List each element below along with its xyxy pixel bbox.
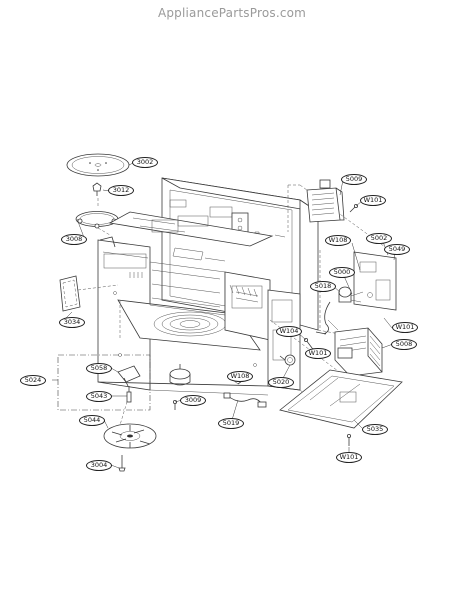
screw-w101-bottom[interactable]: [346, 433, 351, 446]
callout-5024[interactable]: 5024: [20, 375, 46, 386]
callout-5009[interactable]: 5009: [341, 174, 367, 185]
stirrer-cover[interactable]: [117, 365, 141, 387]
roller-ring[interactable]: [75, 211, 119, 229]
callout-label: 5008: [395, 340, 413, 349]
callout-label: 5018: [314, 282, 332, 291]
callout-label: 3034: [63, 318, 81, 327]
callout-5049[interactable]: 5049: [384, 244, 410, 255]
callout-label: 3002: [136, 158, 154, 167]
callout-5035[interactable]: 5035: [362, 424, 388, 435]
callout-label: 5020: [272, 378, 290, 387]
callout-label: 5035: [366, 425, 384, 434]
callout-label: 5019: [222, 419, 240, 428]
callout-label: W101: [395, 323, 415, 332]
callout-3009[interactable]: 3009: [180, 395, 206, 406]
turntable-motor[interactable]: [169, 364, 191, 386]
transformer[interactable]: [327, 319, 383, 377]
callout-label: 5002: [370, 234, 388, 243]
callout-label: W101: [339, 453, 359, 462]
callout-5020[interactable]: 5020: [268, 377, 294, 388]
callout-5019[interactable]: 5019: [218, 418, 244, 429]
callout-label: 5024: [24, 376, 42, 385]
callout-label: W101: [308, 349, 328, 358]
callout-label: 5009: [345, 175, 363, 184]
callout-label: 3012: [112, 186, 130, 195]
callout-5018[interactable]: 5018: [310, 281, 336, 292]
waveguide-cover[interactable]: [59, 275, 81, 312]
power-lead[interactable]: [223, 392, 267, 408]
callout-w101-a[interactable]: W101: [360, 195, 386, 206]
stirrer-assembly-group: [57, 354, 151, 411]
callout-label: 5043: [90, 392, 108, 401]
callout-5044[interactable]: 5044: [79, 415, 105, 426]
callout-label: 3008: [65, 235, 83, 244]
base-plate[interactable]: [279, 369, 403, 429]
callout-w101-b[interactable]: W101: [305, 348, 331, 359]
callout-label: 5058: [90, 364, 108, 373]
screw-w101-a[interactable]: [349, 203, 358, 213]
screw-w104[interactable]: [303, 337, 313, 349]
callout-label: W104: [279, 327, 299, 336]
stirrer-fan[interactable]: [103, 423, 157, 449]
callout-w101-c[interactable]: W101: [392, 322, 418, 333]
callout-label: 5000: [333, 268, 351, 277]
callout-3012[interactable]: 3012: [108, 185, 134, 196]
callout-w108-a[interactable]: W108: [325, 235, 351, 246]
callout-3034[interactable]: 3034: [59, 317, 85, 328]
callout-3004[interactable]: 3004: [86, 460, 112, 471]
callout-5000[interactable]: 5000: [329, 267, 355, 278]
callout-w101-d[interactable]: W101: [336, 452, 362, 463]
callout-label: 3004: [90, 461, 108, 470]
callout-w108-b[interactable]: W108: [227, 371, 253, 382]
magnetron[interactable]: [306, 179, 345, 223]
wire-harness: [315, 301, 331, 335]
callout-w104[interactable]: W104: [276, 326, 302, 337]
callout-label: 3009: [184, 396, 202, 405]
screw-3004[interactable]: [118, 455, 126, 472]
sensor-bracket[interactable]: [353, 251, 397, 311]
site-header[interactable]: AppliancePartsPros.com: [157, 6, 307, 20]
callout-3008[interactable]: 3008: [61, 234, 87, 245]
callout-5043[interactable]: 5043: [86, 391, 112, 402]
stirrer-shaft[interactable]: [126, 386, 132, 403]
screw-3009[interactable]: [172, 399, 177, 410]
callout-label: W108: [328, 236, 348, 245]
oven-cavity: [97, 177, 319, 396]
callout-label: 5049: [388, 245, 406, 254]
callout-label: W101: [363, 196, 383, 205]
callout-5058[interactable]: 5058: [86, 363, 112, 374]
coupler[interactable]: [92, 182, 102, 196]
callout-5002[interactable]: 5002: [366, 233, 392, 244]
callout-label: 5044: [83, 416, 101, 425]
callout-label: W108: [230, 372, 250, 381]
callout-3002[interactable]: 3002: [132, 157, 158, 168]
callout-5008[interactable]: 5008: [391, 339, 417, 350]
turntable-tray[interactable]: [66, 153, 130, 177]
